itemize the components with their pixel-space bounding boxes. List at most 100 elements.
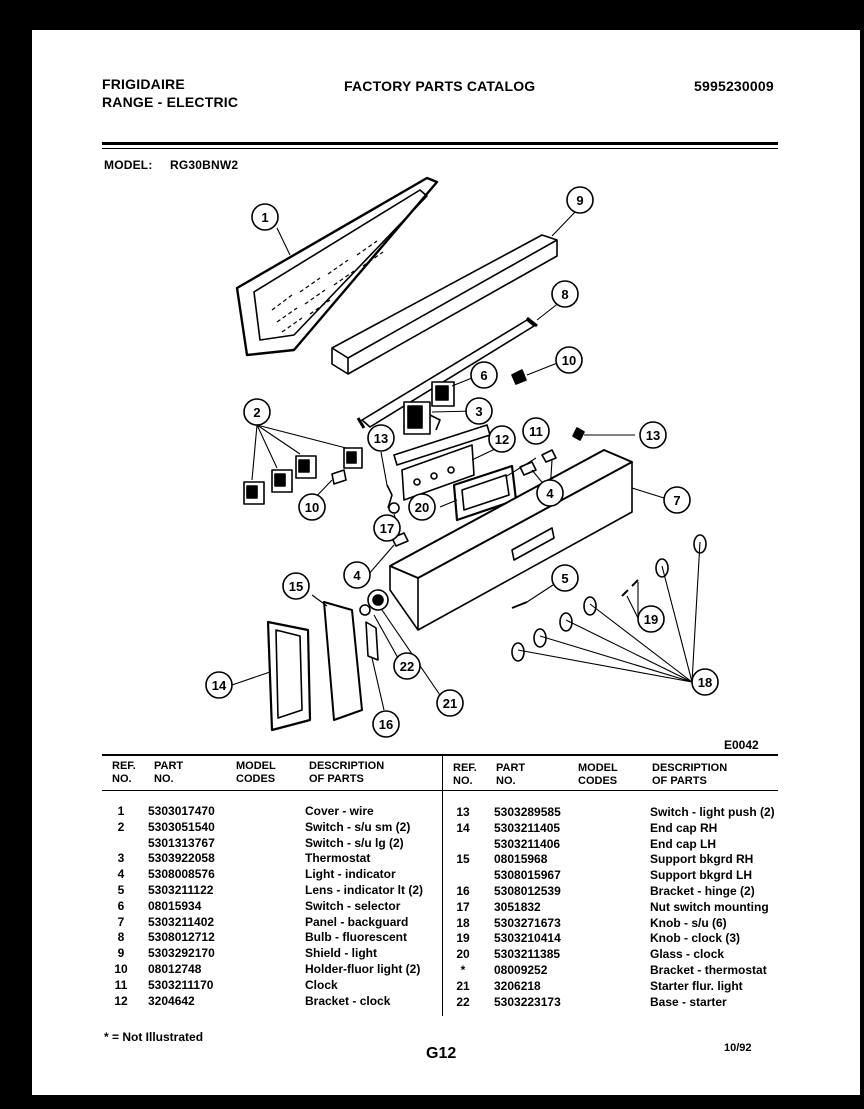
ref-number: 17 — [456, 899, 470, 914]
callout-19: 19 — [637, 605, 665, 633]
part-number: 5303211122 — [148, 883, 214, 897]
svg-text:5: 5 — [561, 571, 568, 586]
svg-text:6: 6 — [480, 368, 487, 383]
product-type: RANGE - ELECTRIC — [102, 94, 239, 110]
part-indicator-light — [519, 461, 537, 476]
callout-12: 12 — [488, 425, 516, 453]
part-number: 3204642 — [148, 993, 195, 1008]
part-thermostat — [403, 401, 441, 435]
part-number: 08012748 — [148, 962, 202, 976]
part-number: 08015968 — [494, 852, 548, 867]
revision-date: 10/92 — [724, 1042, 752, 1054]
part-description: Light - indicator — [305, 867, 396, 882]
ref-number: 12 — [114, 993, 128, 1008]
svg-text:16: 16 — [379, 717, 393, 732]
ref-number: 8 — [117, 930, 125, 945]
part-hinge — [365, 621, 379, 661]
model-label: MODEL: — [104, 158, 153, 172]
part-switches-small — [243, 447, 363, 505]
part-lens — [511, 601, 528, 609]
part-shield-light — [331, 234, 558, 375]
ref-number: 3 — [117, 851, 125, 866]
ref-number: 1 — [117, 804, 125, 818]
callout-17: 17 — [373, 514, 401, 542]
part-number: 5303211402 — [148, 914, 215, 929]
part-number: 08015934 — [148, 898, 202, 913]
callout-4a: 4 — [536, 479, 564, 507]
part-description: Holder-fluor light (2) — [305, 962, 421, 976]
header-ref: REF.NO. — [112, 760, 136, 785]
part-description: Starter flur. light — [650, 978, 743, 993]
callout-11: 11 — [522, 417, 550, 445]
part-number: 5303211170 — [148, 977, 214, 992]
ref-number: 22 — [456, 994, 470, 1009]
part-description: End cap RH — [650, 820, 718, 835]
model-number: RG30BNW2 — [170, 158, 239, 172]
ref-number: 15 — [456, 852, 470, 867]
part-number: 5303271673 — [494, 915, 561, 930]
svg-text:14: 14 — [212, 678, 227, 693]
part-push-switch-right — [572, 427, 585, 441]
footnote: * = Not Illustrated — [104, 1030, 204, 1044]
part-description: Support bkgrd LH — [650, 868, 752, 883]
part-description: Base - starter — [650, 994, 727, 1009]
header-rule-thin — [102, 148, 778, 149]
part-number: 5303051540 — [148, 819, 215, 834]
ref-number: 14 — [456, 820, 470, 835]
part-description: Clock — [305, 977, 338, 992]
part-number: 5303223173 — [494, 994, 561, 1009]
ref-number: 10 — [114, 962, 128, 976]
part-description: Bracket - clock — [305, 993, 391, 1008]
part-description: Glass - clock — [650, 947, 725, 962]
part-description: Bulb - fluorescent — [305, 930, 408, 945]
svg-text:17: 17 — [380, 521, 394, 536]
svg-text:10: 10 — [305, 500, 319, 515]
part-number: 5303017470 — [148, 804, 215, 818]
part-number: 5308012539 — [494, 884, 561, 898]
ref-number: 18 — [456, 915, 470, 930]
table-header-rule — [102, 790, 778, 791]
ref-number: 13 — [456, 805, 470, 819]
callout-14: 14 — [205, 671, 233, 699]
callout-15: 15 — [282, 572, 310, 600]
ref-number: 11 — [114, 977, 128, 992]
svg-text:3: 3 — [475, 404, 482, 419]
part-description: End cap LH — [650, 836, 717, 851]
part-description: Bracket - hinge (2) — [650, 884, 755, 898]
header-rule — [102, 142, 778, 145]
ref-number: 6 — [117, 898, 125, 913]
catalog-page: FRIGIDAIRE RANGE - ELECTRIC FACTORY PART… — [32, 30, 860, 1095]
part-knobs — [511, 534, 707, 662]
callout-4b: 4 — [343, 561, 371, 589]
svg-text:20: 20 — [415, 500, 429, 515]
svg-text:4: 4 — [546, 486, 554, 501]
svg-text:11: 11 — [529, 424, 543, 439]
page-number: G12 — [426, 1045, 457, 1062]
header-ref-right: REF.NO. — [453, 762, 477, 787]
diagram-code: E0042 — [724, 738, 759, 752]
catalog-title: FACTORY PARTS CATALOG — [344, 78, 536, 94]
ref-number: 9 — [117, 946, 125, 961]
part-end-cap — [266, 620, 312, 732]
callout-10a: 10 — [555, 346, 583, 374]
callout-5: 5 — [551, 564, 579, 592]
callout-13b: 13 — [639, 421, 667, 449]
part-number: 5308015967 — [494, 868, 561, 883]
part-description: Support bkgrd RH — [650, 852, 754, 867]
callout-7: 7 — [663, 486, 691, 514]
table-center-divider — [442, 754, 443, 1016]
exploded-parts-diagram: 1 9 8 10 6 3 2 13 12 11 13 10 4 7 20 17 … — [205, 176, 719, 738]
part-description: Knob - clock (3) — [650, 931, 741, 946]
svg-text:8: 8 — [561, 287, 568, 302]
part-description: Knob - s/u (6) — [650, 915, 727, 930]
part-description: Bracket - thermostat — [650, 963, 767, 977]
part-starter — [359, 589, 389, 616]
part-number: 3206218 — [494, 978, 541, 993]
part-description: Lens - indicator lt (2) — [305, 883, 424, 897]
ref-number: 16 — [456, 884, 470, 898]
